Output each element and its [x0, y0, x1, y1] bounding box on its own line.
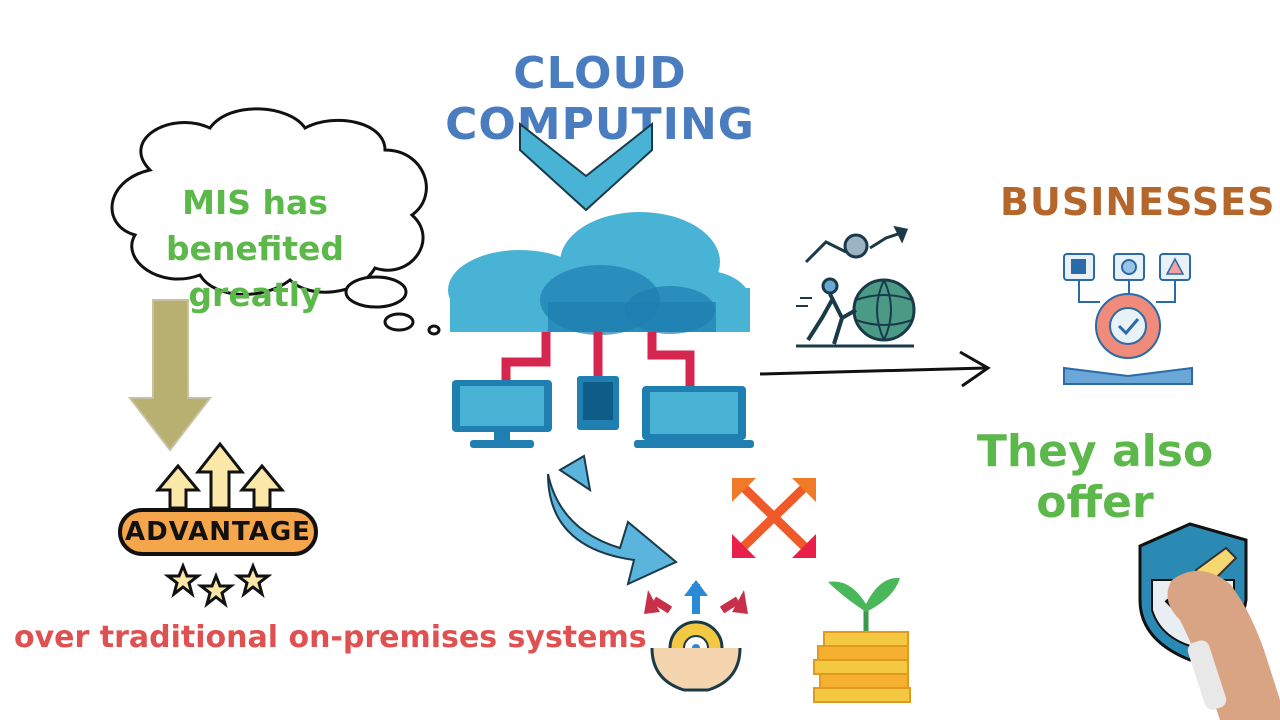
- business-process-icon: [1063, 253, 1193, 385]
- page-title: CLOUD COMPUTING: [445, 48, 755, 150]
- advantage-arrows-icon: [154, 441, 286, 510]
- down-arrow-icon: [127, 299, 213, 452]
- thought-bubble-text: MIS has benefited greatly: [165, 183, 345, 314]
- advantage-caption: over traditional on-premises systems: [14, 620, 647, 655]
- advantage-badge-label: ADVANTAGE: [125, 517, 311, 547]
- flexibility-icon: [644, 580, 748, 692]
- down-chevron-icon: [519, 121, 653, 212]
- expand-arrows-icon: [730, 476, 818, 558]
- cloud-network-icon: [448, 212, 754, 448]
- advantage-badge: ADVANTAGE: [118, 508, 318, 556]
- businesses-label: BUSINESSES: [1000, 180, 1276, 224]
- money-growth-icon: [813, 577, 911, 703]
- thought-bubble-icon: [110, 107, 441, 336]
- drawing-hand-icon: [1167, 546, 1280, 720]
- growth-effort-icon: [796, 225, 916, 348]
- offer-text: They also offer: [976, 426, 1214, 528]
- stars-icon: [163, 561, 273, 608]
- right-arrow-icon: [759, 350, 991, 388]
- curved-arrow-icon: [547, 454, 678, 586]
